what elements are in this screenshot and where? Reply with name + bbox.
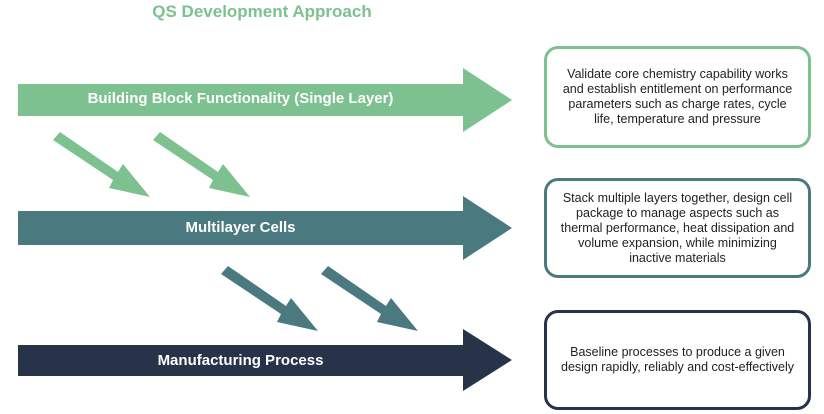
stage-1-description: Validate core chemistry capability works… [562,67,793,126]
stage-3-description-box: Baseline processes to produce a given de… [544,310,811,410]
stage-2-label: Multilayer Cells [185,219,296,236]
connector-arrow-1b [153,132,250,197]
connector-arrow-1a [53,132,150,197]
connector-arrow-2b [321,266,418,331]
stage-3-arrow [18,329,512,391]
connector-arrow-2a [221,266,318,331]
stage-1-label: Building Block Functionality (Single Lay… [87,90,394,107]
stage-1-arrow [18,68,512,132]
stage-2-description-box: Stack multiple layers together, design c… [544,178,811,278]
stage-3-description: Baseline processes to produce a given de… [561,345,794,374]
stage-1-description-box: Validate core chemistry capability works… [544,46,811,148]
stage-2-arrow [18,196,512,260]
stage-3-label: Manufacturing Process [157,352,324,369]
diagram-title: QS Development Approach [152,2,372,21]
stage-2-description: Stack multiple layers together, design c… [560,190,795,265]
